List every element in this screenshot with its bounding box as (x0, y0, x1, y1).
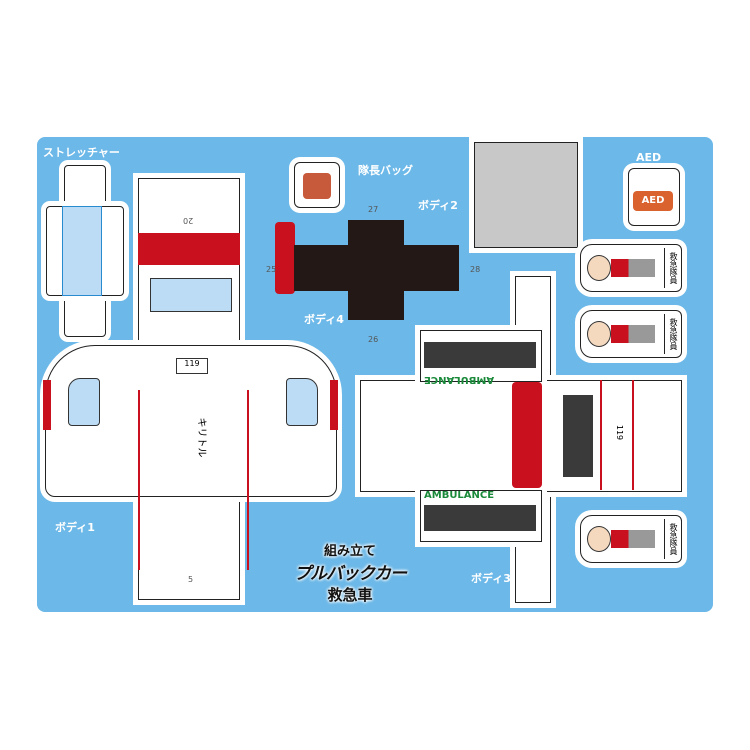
cut-here-text: キリトル (195, 417, 207, 458)
label-body3: ボディ3 (471, 572, 511, 585)
tab-number: 20 (183, 216, 194, 225)
label-body2: ボディ2 (418, 199, 458, 212)
label-aed: AED (636, 151, 662, 164)
captain-bag-piece (294, 162, 340, 208)
ambulance-text-bottom: AMBULANCE (424, 490, 495, 501)
title-line3: 救急車 (327, 586, 373, 604)
tab-number: 28 (470, 265, 481, 274)
label-captain-bag: 隊長バッグ (358, 164, 413, 177)
label-body1: ボディ1 (55, 521, 95, 534)
tab-number: 25 (266, 265, 277, 274)
tab-number: 5 (188, 575, 194, 584)
crew-label: 救急隊員 (664, 314, 679, 354)
crew-label: 救急隊員 (664, 248, 679, 288)
body2-piece (474, 142, 578, 248)
license-plate: 119 (176, 358, 208, 374)
product-title: 組み立て プルバックカー 救急車 (285, 540, 415, 605)
crew-label: 救急隊員 (664, 519, 679, 559)
title-line1: 組み立て (323, 544, 376, 559)
aed-piece: AED (628, 168, 680, 226)
ambulance-text-top: AMBULANCE (424, 374, 495, 385)
crew-figure: 救急隊員 (580, 310, 682, 358)
tab-number: 27 (368, 205, 379, 214)
tab-number: 26 (368, 335, 379, 344)
crew-figure: 救急隊員 (580, 515, 682, 563)
aed-bag: AED (633, 191, 673, 211)
crew-figure: 救急隊員 (580, 244, 682, 292)
label-stretcher: ストレッチャー (43, 146, 120, 159)
rear-plate: 119 (615, 424, 625, 441)
label-body4: ボディ4 (304, 313, 344, 326)
title-line2: プルバックカー (294, 564, 407, 584)
